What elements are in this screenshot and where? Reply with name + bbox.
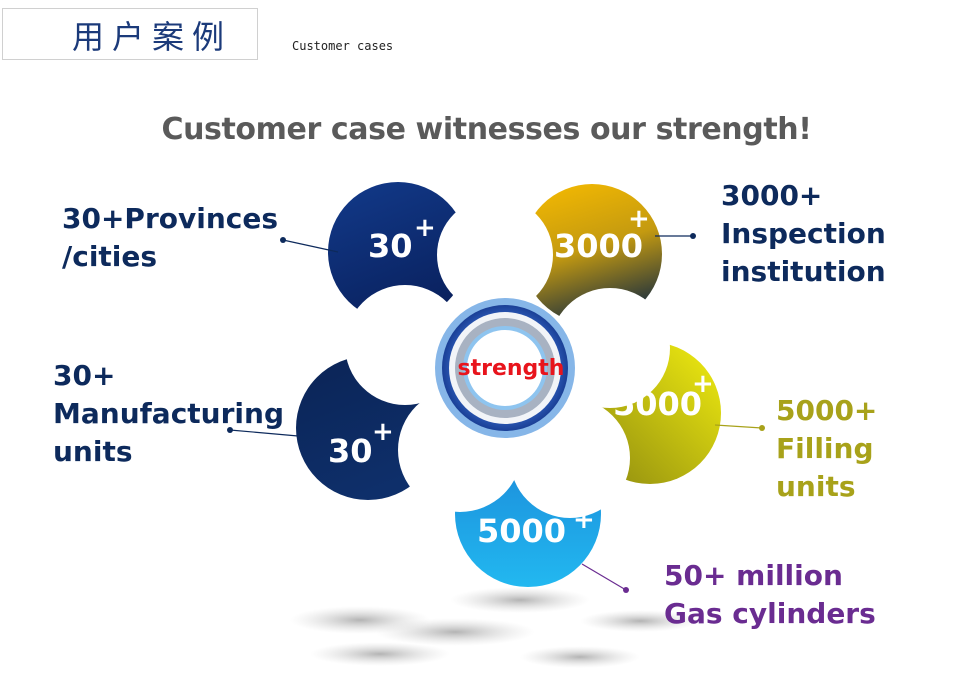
leader-lines: [229, 235, 763, 591]
petal-top-left-number: 30: [368, 227, 413, 265]
caption-provinces: 30+Provinces /cities: [62, 202, 279, 273]
petal-left-plus: +: [372, 417, 394, 447]
petal-top-right-number: 3000: [554, 227, 643, 265]
petal-top-left-plus: +: [414, 213, 436, 243]
caption-cylinders: 50+ million Gas cylinders: [664, 559, 876, 630]
header-title-zh: 用户案例: [72, 18, 233, 56]
caption-manufacturing: 30+ Manufacturing units: [53, 359, 284, 468]
header-box: [2, 8, 258, 60]
header-title-en: Customer cases: [292, 39, 394, 53]
floor-shadows: [290, 587, 700, 668]
petal-top-right-plus: +: [628, 204, 650, 234]
leader-dots: [227, 233, 765, 593]
petal-top-right: [522, 184, 662, 324]
petal-left-number: 30: [328, 432, 373, 470]
petal-right-plus: +: [692, 369, 714, 399]
petal-right-number: 5000: [613, 385, 702, 423]
caption-inspection: 3000+ Inspection institution: [721, 179, 886, 288]
center-ring: [435, 298, 575, 438]
petal-top-left: [328, 182, 468, 322]
caption-filling: 5000+ Filling units: [776, 394, 878, 503]
center-label: strength: [458, 356, 565, 381]
headline: Customer case witnesses our strength!: [161, 112, 812, 147]
petal-bottom-plus: +: [573, 505, 595, 535]
petal-bottom-number: 5000: [477, 512, 566, 550]
